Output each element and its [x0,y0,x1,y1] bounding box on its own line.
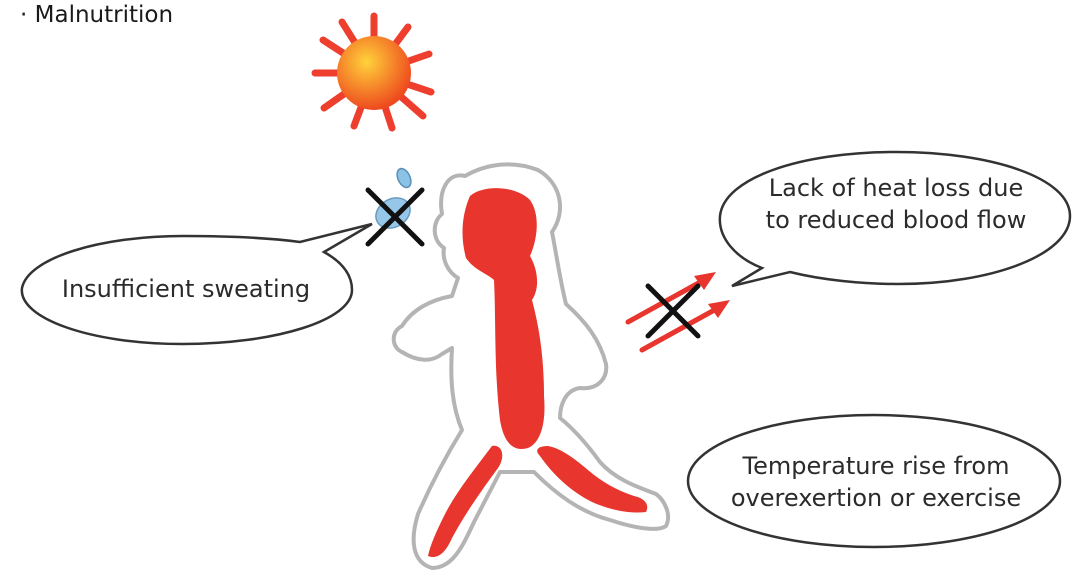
sun-icon [315,16,431,128]
cross-mark-icon [648,286,698,336]
bubble-text-line-2: overexertion or exercise [731,484,1021,512]
bubble-reduced-blood-flow: Lack of heat loss due to reduced blood f… [720,152,1070,286]
bubble-outline [688,415,1060,547]
bubble-text-line-1: Insufficient sweating [62,275,310,303]
bubble-text-line-1: Temperature rise from [742,452,1010,480]
bubble-text-line-2: to reduced blood flow [766,206,1027,234]
sun-core [337,36,411,110]
heat-arrows-icon [628,272,730,350]
bubble-insufficient-sweating: Insufficient sweating [22,224,372,344]
bubble-temperature-rise: Temperature rise from overexertion or ex… [688,415,1060,547]
bubble-text-line-1: Lack of heat loss due [769,174,1023,202]
